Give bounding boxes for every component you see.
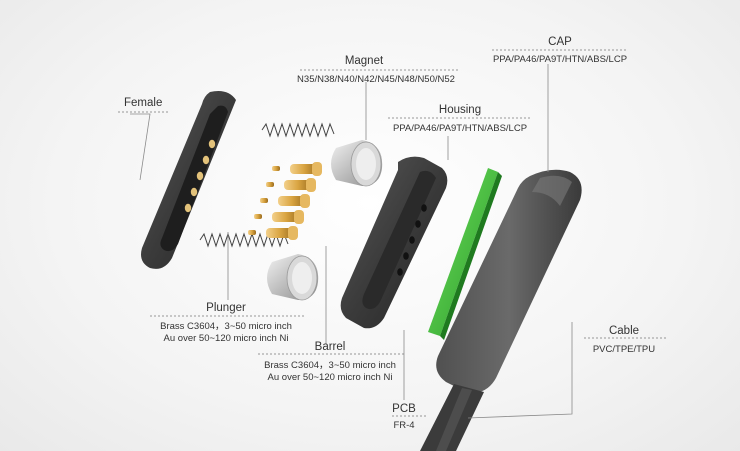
pogo-pin (266, 178, 316, 192)
dotted-underlines (118, 49, 666, 417)
label-magnet-title: Magnet (345, 55, 384, 67)
pcb-board (428, 168, 502, 340)
label-cable-spec: PVC/TPE/TPU (593, 344, 655, 355)
pogo-pin (248, 226, 298, 240)
pogo-pins (248, 162, 322, 240)
label-cap-title: CAP (548, 36, 572, 48)
magnet-top (331, 140, 383, 187)
spring-bottom (199, 232, 289, 248)
label-barrel-spec-line1: Brass C3604，3~50 micro inch (264, 360, 396, 371)
leader-female (130, 113, 151, 181)
housing (340, 156, 448, 329)
label-barrel-title: Barrel (315, 341, 346, 353)
label-pcb-spec: FR-4 (393, 420, 414, 431)
label-barrel-spec-line2: Au over 50~120 micro inch Ni (268, 372, 393, 383)
label-plunger-spec-line2: Au over 50~120 micro inch Ni (164, 333, 289, 344)
label-housing-spec: PPA/PA46/PA9T/HTN/ABS/LCP (393, 123, 527, 134)
leader-cable (467, 322, 573, 419)
pogo-pin (254, 210, 304, 224)
pogo-pin (272, 162, 322, 176)
label-cap-spec: PPA/PA46/PA9T/HTN/ABS/LCP (493, 54, 627, 65)
label-housing-title: Housing (439, 104, 481, 116)
label-magnet-spec: N35/N38/N40/N42/N45/N48/N50/N52 (297, 74, 455, 85)
leader-lines (130, 64, 573, 419)
magnet-bottom (267, 254, 319, 301)
cable (420, 384, 484, 451)
label-cable-title: Cable (609, 325, 639, 337)
female-contact-pads (184, 139, 216, 213)
pogo-pin (260, 194, 310, 208)
housing-holes (397, 204, 427, 276)
label-plunger-spec-line1: Brass C3604，3~50 micro inch (160, 321, 292, 332)
female-connector (141, 91, 236, 269)
cap (436, 169, 582, 393)
label-plunger-title: Plunger (206, 302, 246, 314)
label-pcb-title: PCB (392, 403, 416, 415)
spring-top (261, 122, 335, 138)
label-female-title: Female (124, 97, 162, 109)
